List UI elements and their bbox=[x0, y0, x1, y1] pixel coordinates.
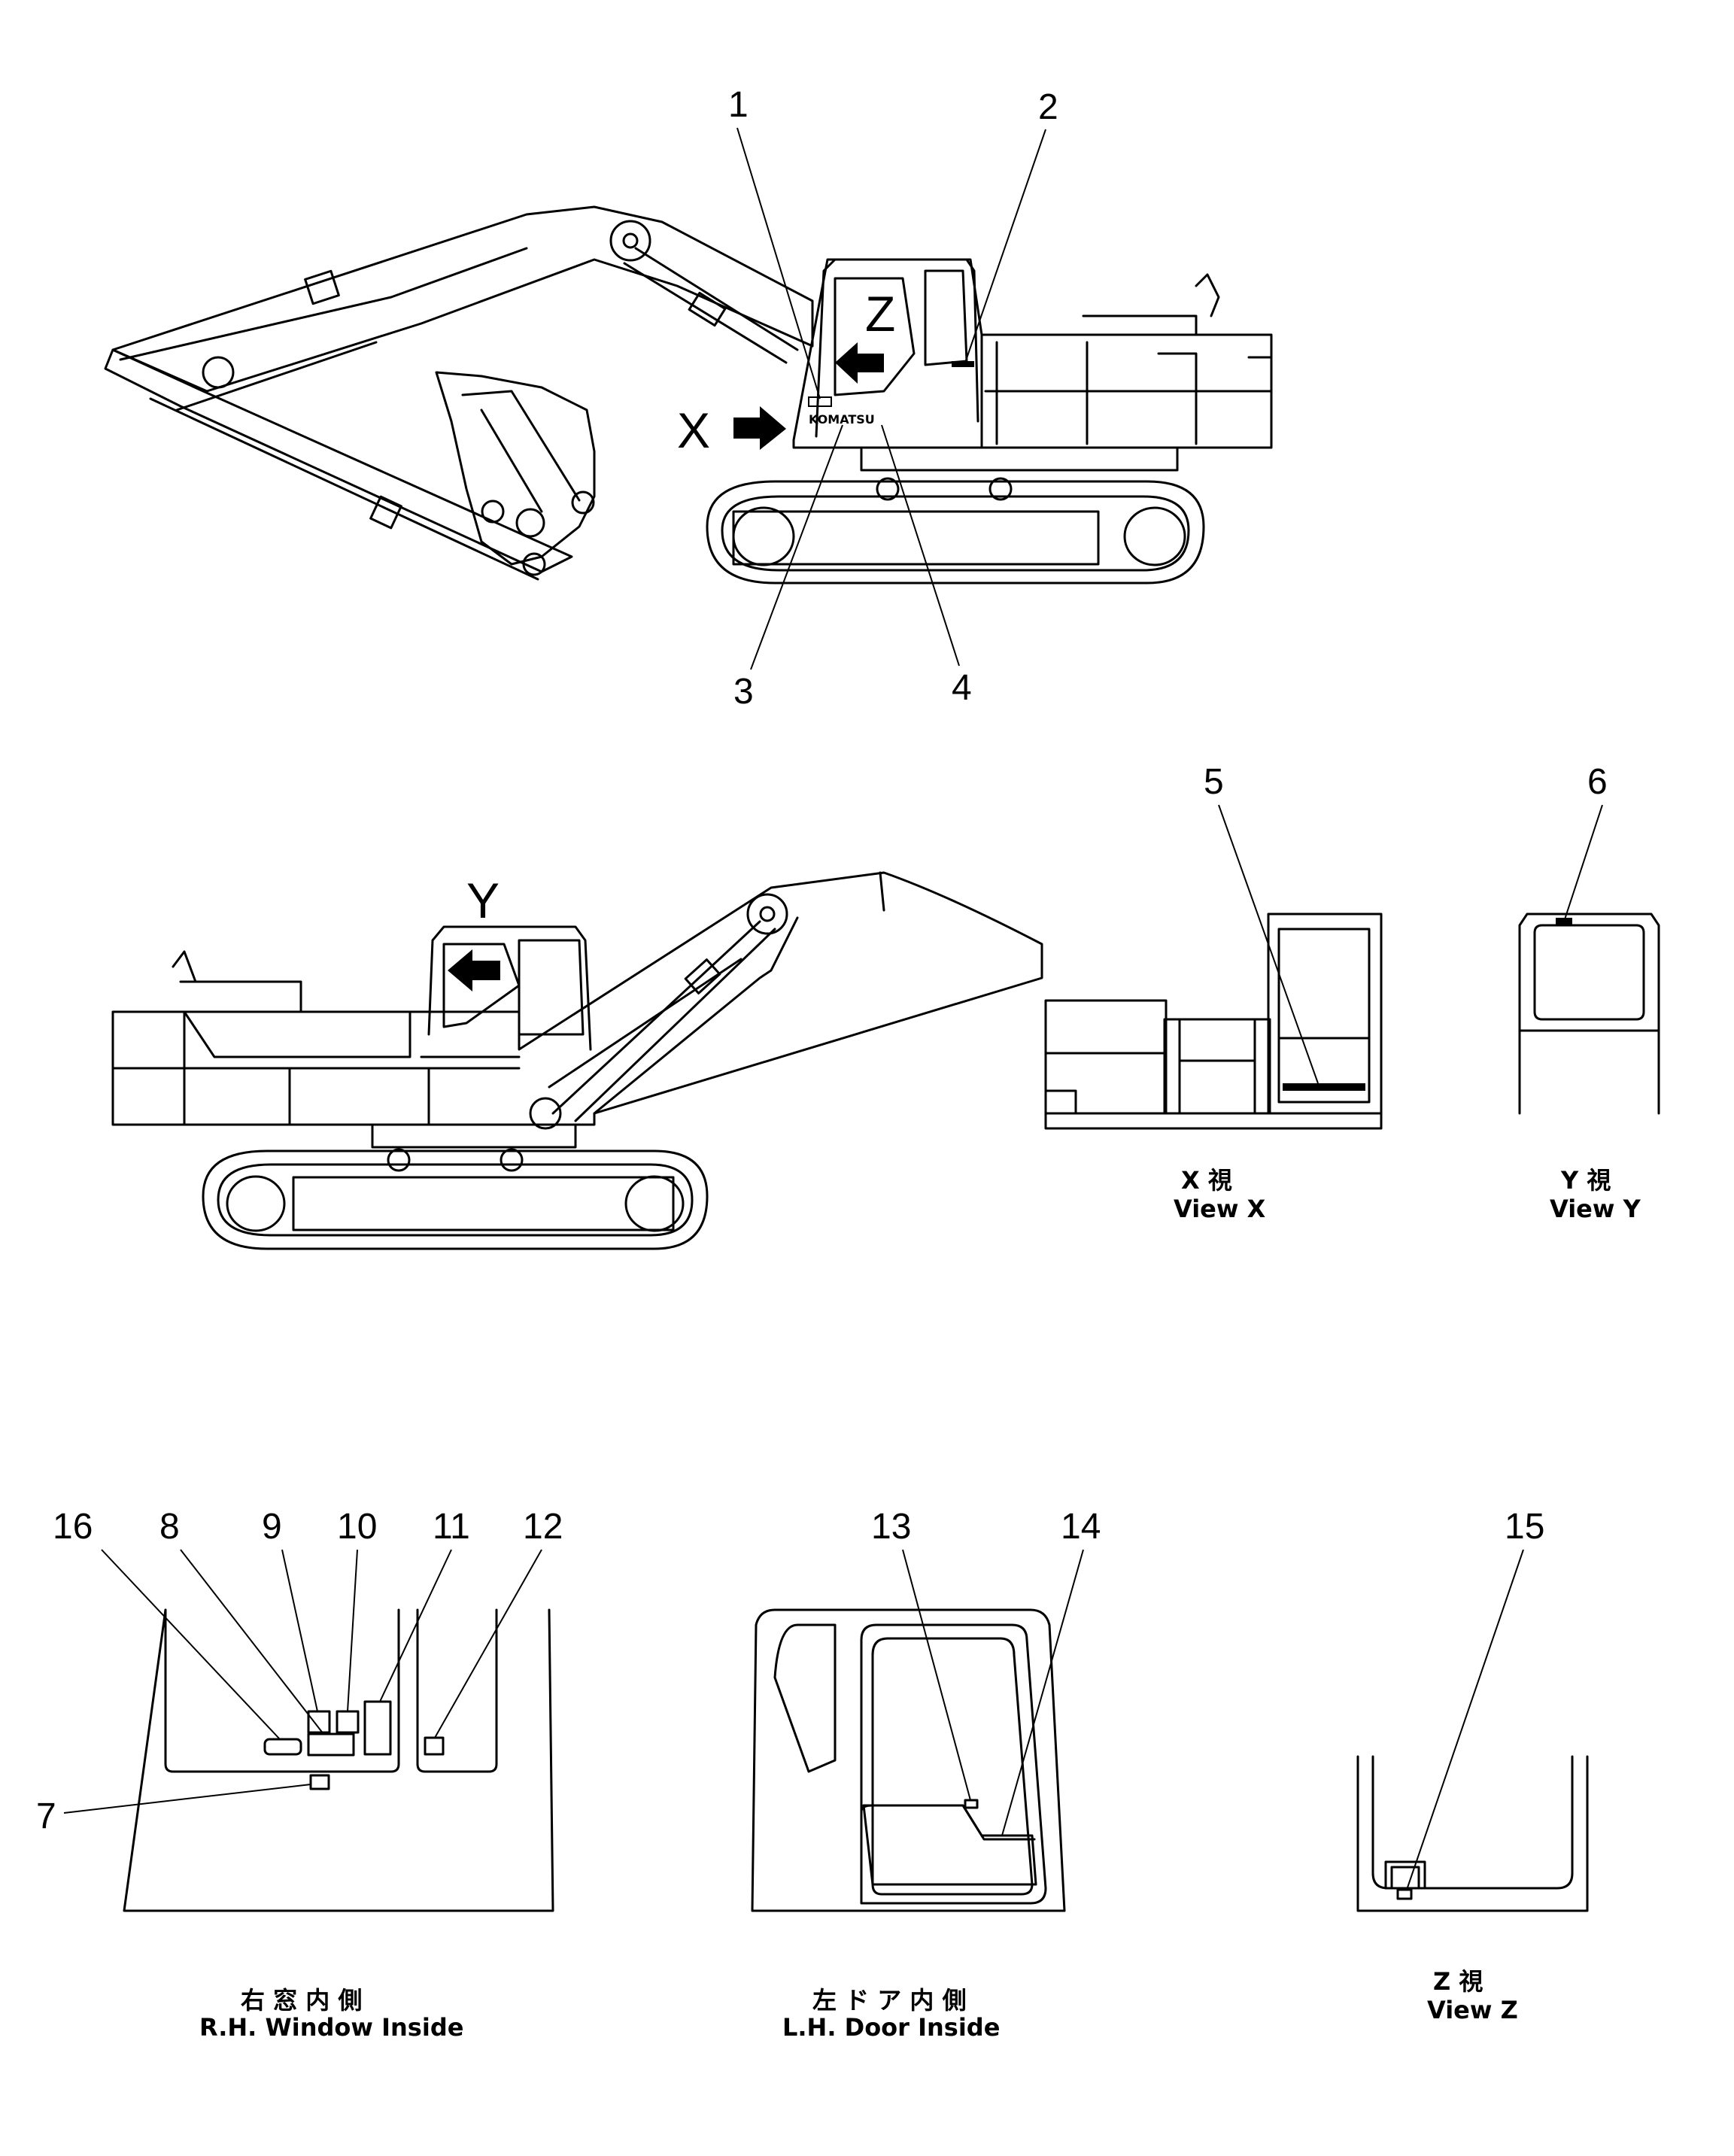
callout-5: 5 bbox=[1204, 762, 1224, 802]
callout-15: 15 bbox=[1505, 1507, 1544, 1547]
callout-7: 7 bbox=[36, 1796, 56, 1836]
brand-decal: KOMATSU bbox=[809, 412, 875, 427]
view-x-caption-en: View X bbox=[1174, 1195, 1266, 1223]
left-arrow-icon bbox=[835, 342, 884, 384]
y-marker: Y bbox=[466, 873, 500, 928]
callout-16: 16 bbox=[53, 1507, 93, 1547]
rh-window-caption-jp: 右 窓 内 側 bbox=[241, 1986, 362, 2015]
rh-window-diagram bbox=[123, 1608, 554, 1912]
callout-12: 12 bbox=[523, 1507, 563, 1547]
callout-1: 1 bbox=[728, 85, 749, 125]
callout-4: 4 bbox=[952, 668, 972, 708]
callout-13: 13 bbox=[871, 1507, 911, 1547]
view-x-caption-jp: X 視 bbox=[1181, 1166, 1232, 1195]
lh-door-caption-en: L.H. Door Inside bbox=[782, 2013, 1000, 2042]
callout-3: 3 bbox=[733, 672, 754, 712]
lh-door-diagram bbox=[751, 1608, 1066, 1912]
view-z-caption-en: View Z bbox=[1427, 1996, 1518, 2024]
callout-11: 11 bbox=[433, 1507, 470, 1547]
callouts-top: 1 2 3 4 bbox=[728, 85, 1058, 712]
z-marker: Z bbox=[865, 286, 895, 342]
callout-9: 9 bbox=[262, 1507, 282, 1547]
lh-door-caption-jp: 左 ド ア 内 側 bbox=[812, 1986, 967, 2015]
callout-6: 6 bbox=[1587, 762, 1608, 802]
view-y-diagram bbox=[1518, 913, 1660, 1115]
excavator-side-view-left: Z KOMATSU X bbox=[104, 205, 1273, 585]
callout-10: 10 bbox=[337, 1507, 377, 1547]
right-arrow-icon bbox=[733, 406, 786, 450]
left-arrow-icon bbox=[448, 949, 500, 991]
rh-window-caption-en: R.H. Window Inside bbox=[199, 2013, 463, 2042]
x-marker: X bbox=[677, 402, 710, 458]
callout-2: 2 bbox=[1038, 87, 1058, 127]
callout-14: 14 bbox=[1061, 1507, 1101, 1547]
callout-8: 8 bbox=[159, 1507, 180, 1547]
view-z-diagram bbox=[1356, 1755, 1589, 1912]
view-y-caption-en: View Y bbox=[1550, 1195, 1641, 1223]
view-y-caption-jp: Y 視 bbox=[1560, 1166, 1611, 1195]
excavator-side-view-right: Y bbox=[111, 871, 1043, 1250]
view-z-caption-jp: Z 視 bbox=[1433, 1967, 1483, 1996]
view-x-diagram bbox=[1044, 913, 1383, 1130]
